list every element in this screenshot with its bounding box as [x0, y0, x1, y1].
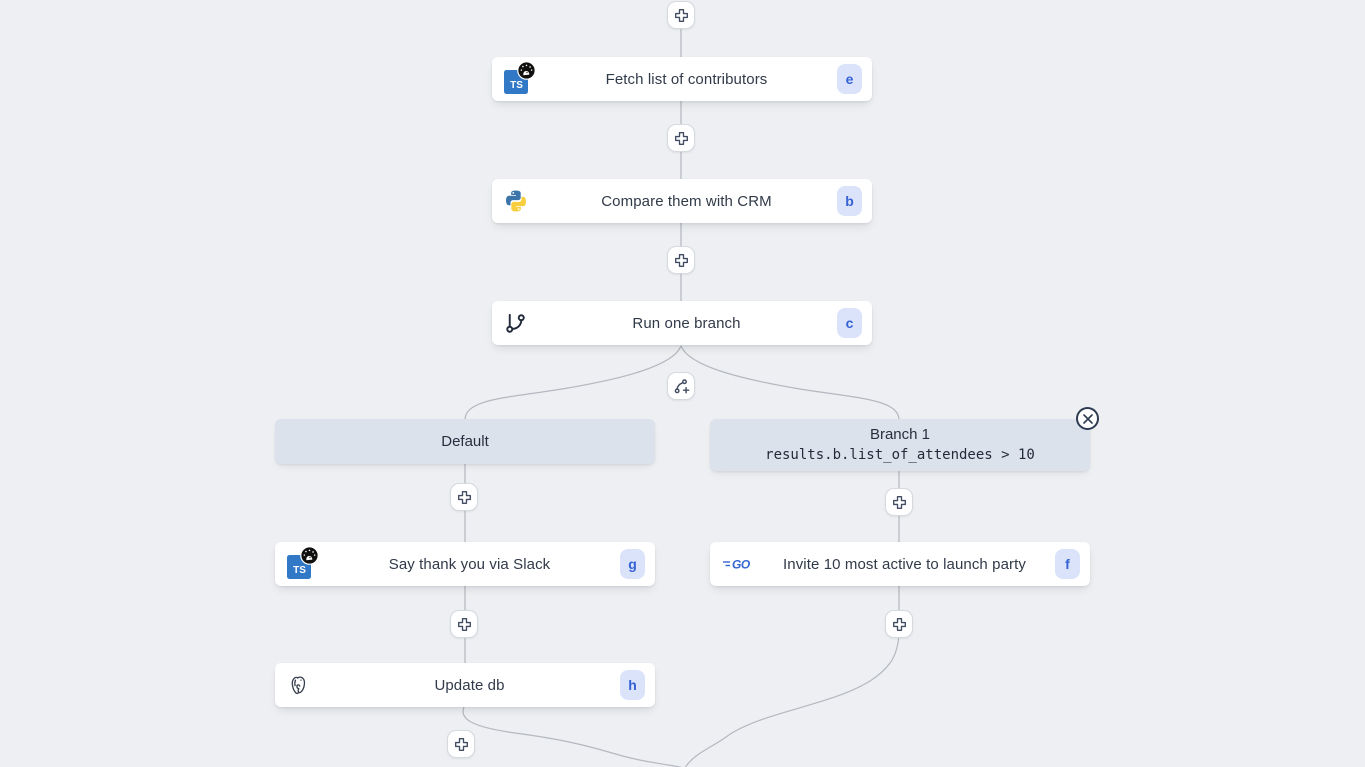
- node-compare-crm[interactable]: Compare them with CRM b: [492, 179, 872, 223]
- step-id-badge: f: [1055, 549, 1080, 579]
- insert-step-button-branch1-2[interactable]: [885, 610, 913, 638]
- node-say-thank-you-slack[interactable]: TS Say thank you via Slack g: [275, 542, 655, 586]
- node-run-one-branch[interactable]: Run one branch c: [492, 301, 872, 345]
- plus-icon: [674, 131, 688, 145]
- plus-icon: [674, 253, 688, 267]
- add-branch-button[interactable]: [667, 372, 695, 400]
- deno-icon: [517, 61, 536, 80]
- node-fetch-contributors[interactable]: TS Fetch list of contributors e: [492, 57, 872, 101]
- plus-icon: [674, 8, 688, 22]
- svg-text:TS: TS: [293, 565, 306, 576]
- plus-icon: [892, 617, 906, 631]
- node-title: Fetch list of contributors: [605, 70, 768, 88]
- plus-icon: [454, 737, 468, 751]
- plus-icon: [892, 495, 906, 509]
- insert-step-button-default-3[interactable]: [447, 730, 475, 758]
- svg-text:GO: GO: [732, 558, 751, 572]
- insert-step-button-after-compare[interactable]: [667, 246, 695, 274]
- branch-label: Default: [441, 432, 489, 450]
- branch-add-icon: [674, 378, 689, 393]
- remove-branch-button[interactable]: [1076, 407, 1099, 430]
- insert-step-button-top[interactable]: [667, 1, 695, 29]
- node-title: Invite 10 most active to launch party: [783, 555, 1026, 573]
- typescript-deno-icon: TS: [504, 61, 536, 97]
- insert-step-button-branch1-1[interactable]: [885, 488, 913, 516]
- postgresql-icon: [287, 674, 319, 697]
- step-id-badge: h: [620, 670, 645, 700]
- deno-icon: [300, 546, 319, 565]
- insert-step-button-after-fetch[interactable]: [667, 124, 695, 152]
- step-id-badge: b: [837, 186, 862, 216]
- close-icon: [1082, 413, 1093, 424]
- node-title: Compare them with CRM: [601, 192, 772, 210]
- step-id-badge: e: [837, 64, 862, 94]
- step-id-badge: g: [620, 549, 645, 579]
- node-title: Say thank you via Slack: [388, 555, 551, 573]
- node-update-db[interactable]: Update db h: [275, 663, 655, 707]
- step-id-badge: c: [837, 308, 862, 338]
- node-title: Run one branch: [632, 314, 741, 332]
- git-branch-icon: [504, 312, 536, 335]
- plus-icon: [457, 490, 471, 504]
- branch-condition: results.b.list_of_attendees > 10: [765, 447, 1035, 463]
- node-title: Update db: [434, 676, 505, 694]
- go-icon: GO: [722, 556, 754, 572]
- insert-step-button-default-2[interactable]: [450, 610, 478, 638]
- node-invite-launch-party[interactable]: GO Invite 10 most active to launch party…: [710, 542, 1090, 586]
- branch-header-default[interactable]: Default: [275, 419, 655, 464]
- python-icon: [504, 189, 536, 213]
- typescript-deno-icon: TS: [287, 546, 319, 582]
- insert-step-button-default-1[interactable]: [450, 483, 478, 511]
- svg-text:TS: TS: [510, 80, 523, 91]
- branch-label: Branch 1: [869, 426, 931, 443]
- branch-header-branch1[interactable]: Branch 1 results.b.list_of_attendees > 1…: [710, 419, 1090, 471]
- plus-icon: [457, 617, 471, 631]
